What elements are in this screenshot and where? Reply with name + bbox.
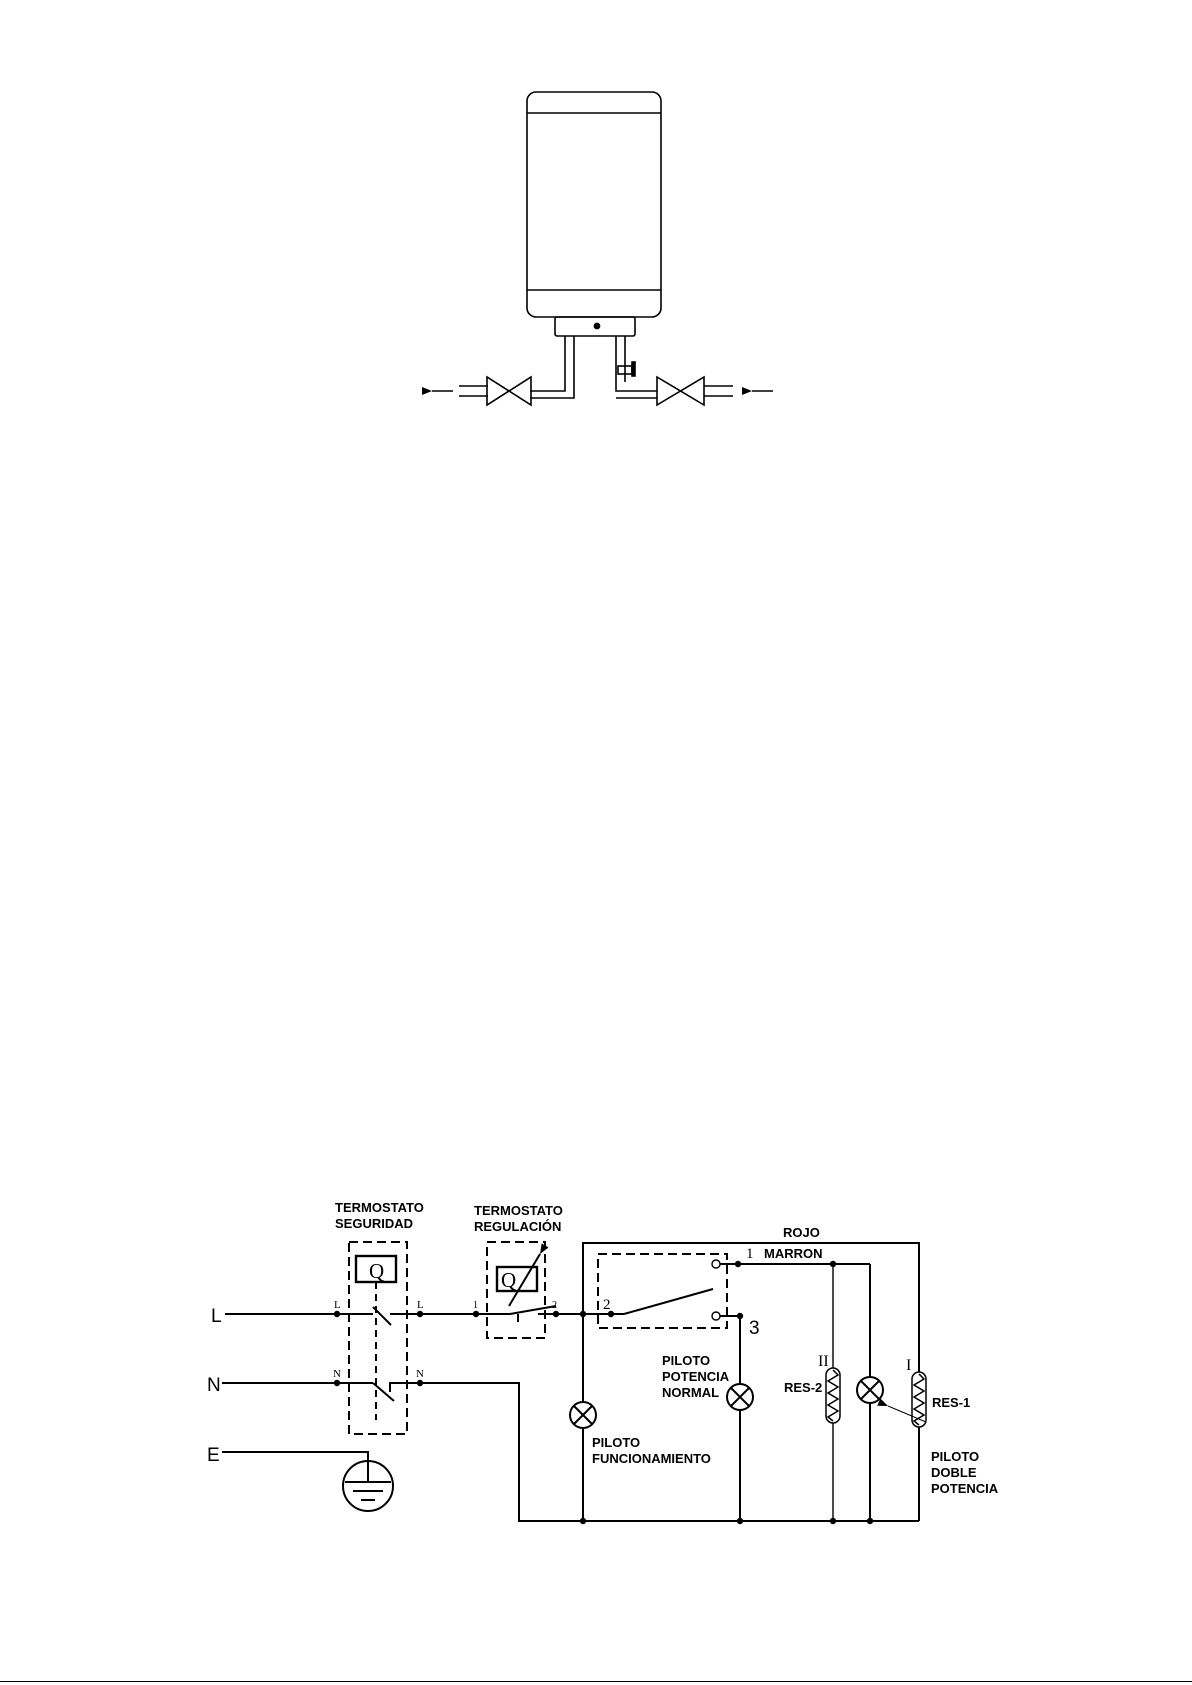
outlet-valve-icon — [487, 377, 531, 405]
regulacion-switch — [510, 1306, 556, 1314]
res1-label: RES-1 — [932, 1395, 970, 1410]
power-switch-blade — [624, 1289, 713, 1314]
termostato-seguridad-label-1: TERMOSTATO — [335, 1200, 424, 1215]
piloto-doble-potencia-label-1: PILOTO — [931, 1449, 979, 1464]
safety-valve-icon — [618, 362, 635, 376]
wire-rojo-label: ROJO — [783, 1225, 820, 1240]
seguridad-term-l-out: L — [417, 1299, 424, 1311]
res2-roman-label: II — [818, 1353, 829, 1370]
termostato-regulacion-label-1: TERMOSTATO — [474, 1203, 563, 1218]
termostato-regulacion-label-2: REGULACIÓN — [474, 1219, 561, 1234]
regulacion-term-2: 2 — [552, 1300, 557, 1311]
wire-3 — [720, 1316, 740, 1521]
seguridad-term-n-out: N — [416, 1368, 424, 1380]
piloto-funcionamiento-lamp-icon — [570, 1402, 596, 1428]
termostato-seguridad-label-2: SEGURIDAD — [335, 1216, 413, 1231]
seguridad-q-symbol: Q — [369, 1259, 384, 1283]
piloto-potencia-normal-label-3: NORMAL — [662, 1385, 719, 1400]
piloto-doble-potencia-lamp-icon — [857, 1377, 883, 1403]
seguridad-term-n-in: N — [333, 1368, 341, 1380]
piloto-funcionamiento-label-1: PILOTO — [592, 1435, 640, 1450]
water-heater — [432, 92, 773, 405]
regulacion-term-1: 1 — [473, 1300, 478, 1311]
wire-e — [222, 1452, 368, 1482]
heater-tank — [527, 92, 661, 317]
regulacion-q-symbol: Q — [501, 1268, 516, 1292]
switch-term-1: 1 — [746, 1246, 754, 1262]
wire-n-2 — [390, 1383, 420, 1392]
inlet-valve-icon — [657, 377, 704, 405]
wire-marron-label: MARRON — [764, 1246, 823, 1261]
line-l-label: L — [211, 1306, 222, 1327]
piloto-potencia-normal-label-1: PILOTO — [662, 1353, 710, 1368]
piloto-doble-potencia-label-2: DOBLE — [931, 1465, 977, 1480]
line-n-label: N — [207, 1375, 221, 1396]
res1-roman-label: I — [906, 1357, 911, 1374]
switch-contact-3 — [712, 1312, 720, 1320]
switch-term-3: 3 — [749, 1318, 760, 1339]
seguridad-term-l-in: L — [334, 1299, 341, 1311]
switch-contact-1 — [712, 1260, 720, 1268]
switch-term-2: 2 — [603, 1297, 611, 1313]
piloto-funcionamiento-label-2: FUNCIONAMIENTO — [592, 1451, 711, 1466]
outlet-pipe — [459, 336, 574, 398]
heater-indicator-dot — [594, 323, 599, 328]
piloto-doble-potencia-label-3: POTENCIA — [931, 1481, 999, 1496]
res2-resistor-icon — [826, 1368, 840, 1423]
piloto-potencia-normal-label-2: POTENCIA — [662, 1369, 730, 1384]
line-e-label: E — [207, 1445, 220, 1466]
res2-label: RES-2 — [784, 1380, 822, 1395]
page-bottom-rule — [0, 1681, 1192, 1682]
piloto-potencia-normal-lamp-icon — [727, 1384, 753, 1410]
